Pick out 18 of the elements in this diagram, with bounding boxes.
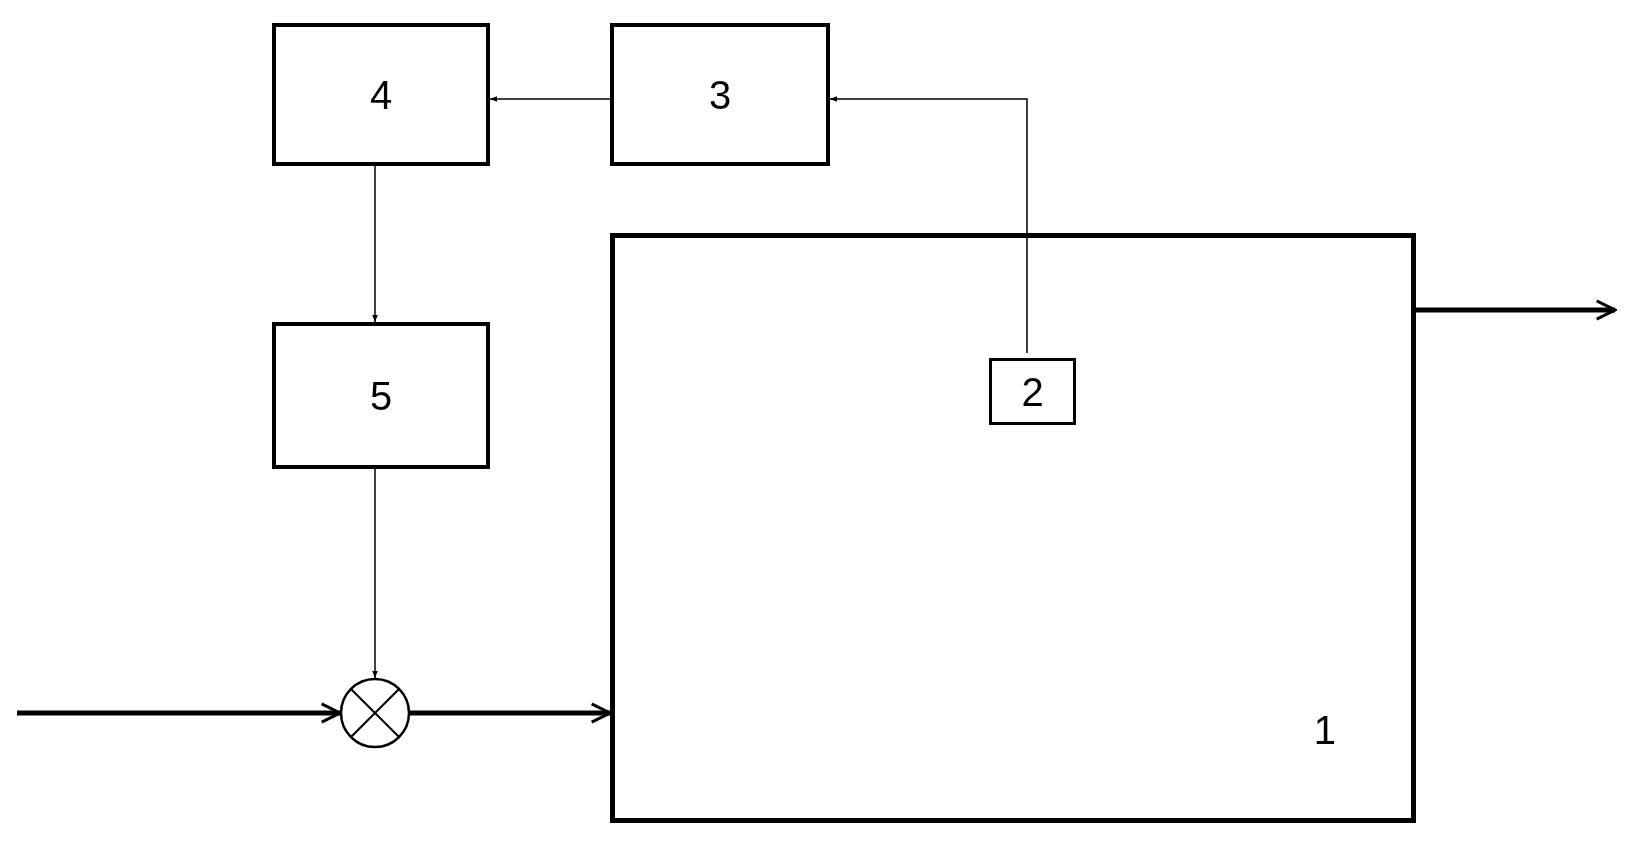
node-label: 2 [1021, 371, 1044, 412]
arrow [829, 96, 1028, 354]
process-box [610, 233, 1416, 823]
arrow [372, 468, 378, 679]
sensor-box [989, 358, 1076, 425]
node-label: 5 [369, 375, 393, 416]
arrow [372, 165, 378, 323]
summing-junction [339, 677, 411, 749]
block-box [272, 322, 490, 469]
node-label: 1 [1313, 710, 1336, 750]
arrow [1416, 299, 1617, 321]
block-box [272, 23, 490, 166]
node-label: 4 [369, 74, 393, 115]
arrow [17, 702, 342, 724]
block-box [610, 23, 830, 166]
arrow [489, 96, 611, 102]
node-label: 3 [708, 74, 732, 115]
arrow [410, 702, 612, 724]
